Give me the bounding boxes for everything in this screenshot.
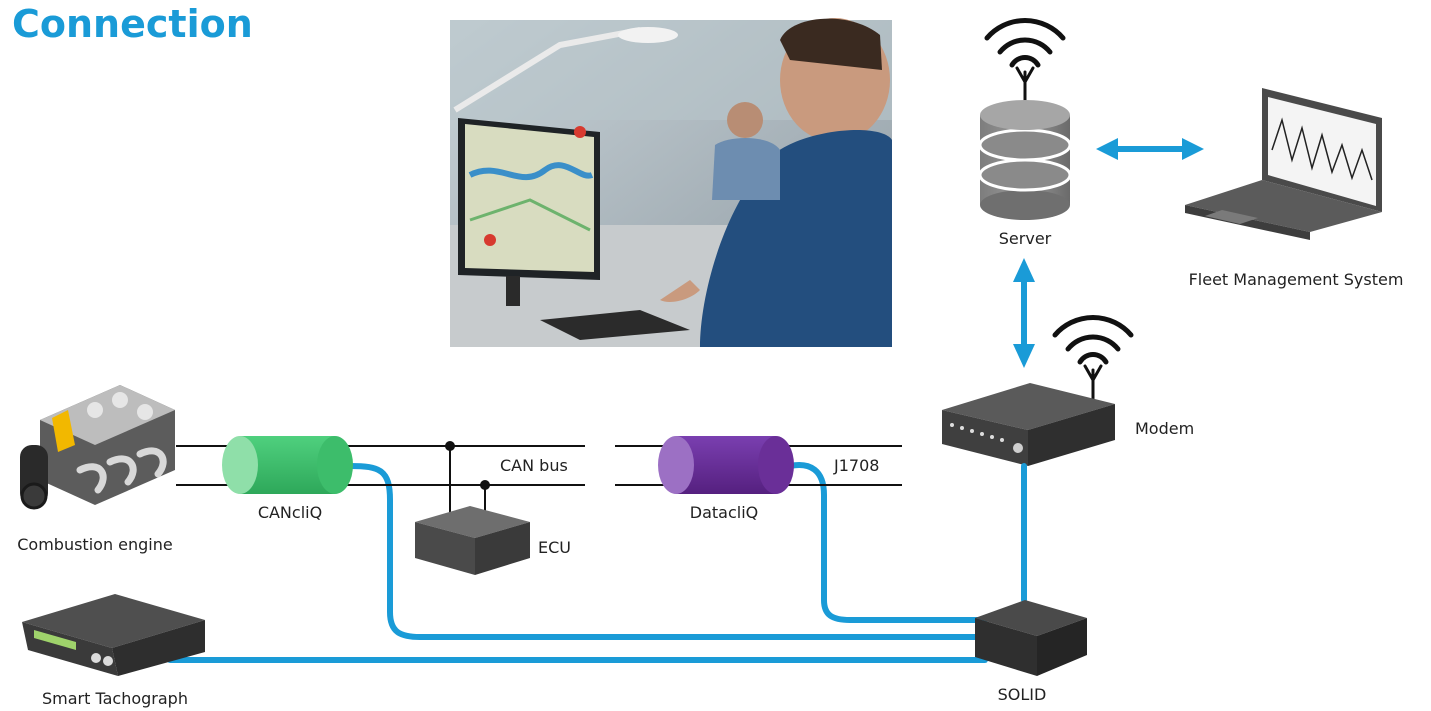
modem-group: Modem <box>942 315 1194 466</box>
cancliq-device <box>222 436 353 494</box>
operator-photo <box>450 18 892 347</box>
page-title: Connection <box>12 2 253 46</box>
ecu-label: ECU <box>538 538 571 557</box>
solid-device <box>975 600 1087 676</box>
tachograph-icon <box>22 594 205 676</box>
bus-junction <box>480 480 490 490</box>
cancliq-label: CANcliQ <box>258 503 322 522</box>
datacliq-label: DatacliQ <box>690 503 758 522</box>
wifi-icon <box>1052 315 1134 402</box>
laptop-icon <box>1185 88 1382 240</box>
can-bus-label: CAN bus <box>500 456 568 475</box>
modem-icon <box>942 383 1115 466</box>
solid-label: SOLID <box>998 685 1047 704</box>
server-group: Server <box>978 18 1072 248</box>
double-arrow-icon <box>1096 138 1204 160</box>
datacliq-device <box>658 436 794 494</box>
modem-label: Modem <box>1135 419 1194 438</box>
database-icon <box>978 100 1072 220</box>
fleet-management-group: Fleet Management System <box>1185 88 1403 289</box>
engine-icon <box>20 385 175 510</box>
tachograph-label: Smart Tachograph <box>42 689 188 708</box>
wifi-icon <box>984 18 1066 102</box>
fleet-label: Fleet Management System <box>1189 270 1404 289</box>
bus-junction <box>445 441 455 451</box>
double-arrow-icon <box>1013 258 1035 368</box>
server-label: Server <box>999 229 1052 248</box>
engine-label: Combustion engine <box>17 535 172 554</box>
blue-cables <box>167 462 1027 663</box>
j1708-label: J1708 <box>833 456 879 475</box>
ecu-box <box>415 506 530 575</box>
